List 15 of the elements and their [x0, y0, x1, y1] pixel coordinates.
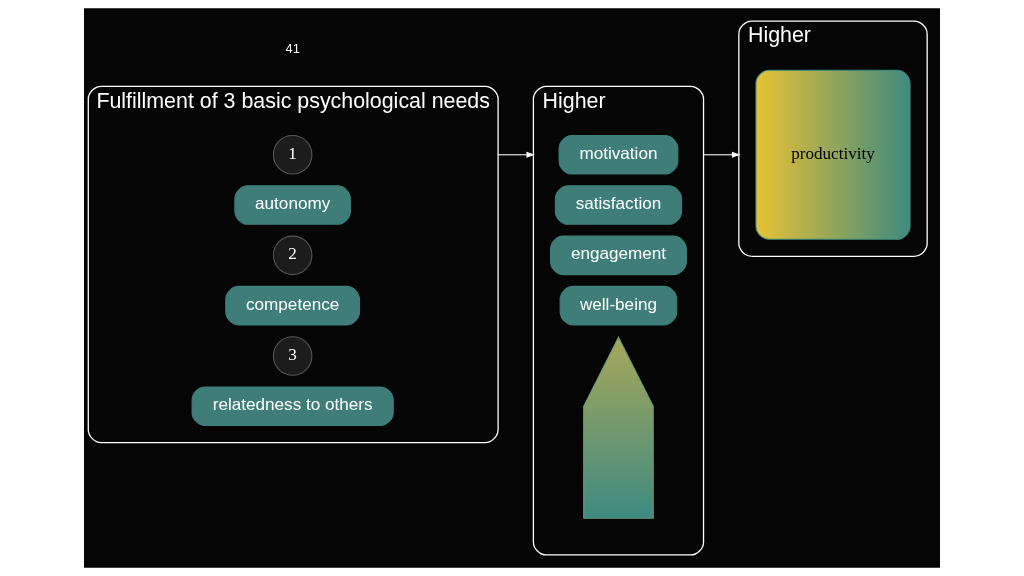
node-box: relatedness to others	[191, 386, 394, 427]
node-box: competence	[225, 285, 361, 326]
node-box: motivation	[558, 135, 679, 175]
arrow	[497, 151, 536, 158]
node-box: productivity	[755, 69, 911, 240]
node-arrow	[583, 336, 654, 519]
node-circle: 3	[272, 336, 313, 376]
node-box: autonomy	[234, 185, 351, 225]
node-box: well-being	[559, 285, 678, 326]
node-box: engagement	[550, 235, 687, 276]
node-circle: 1	[272, 135, 313, 175]
node-circle: 2	[272, 235, 313, 276]
label: 41	[285, 41, 300, 57]
node-box: satisfaction	[554, 185, 683, 225]
arrow	[703, 151, 741, 158]
